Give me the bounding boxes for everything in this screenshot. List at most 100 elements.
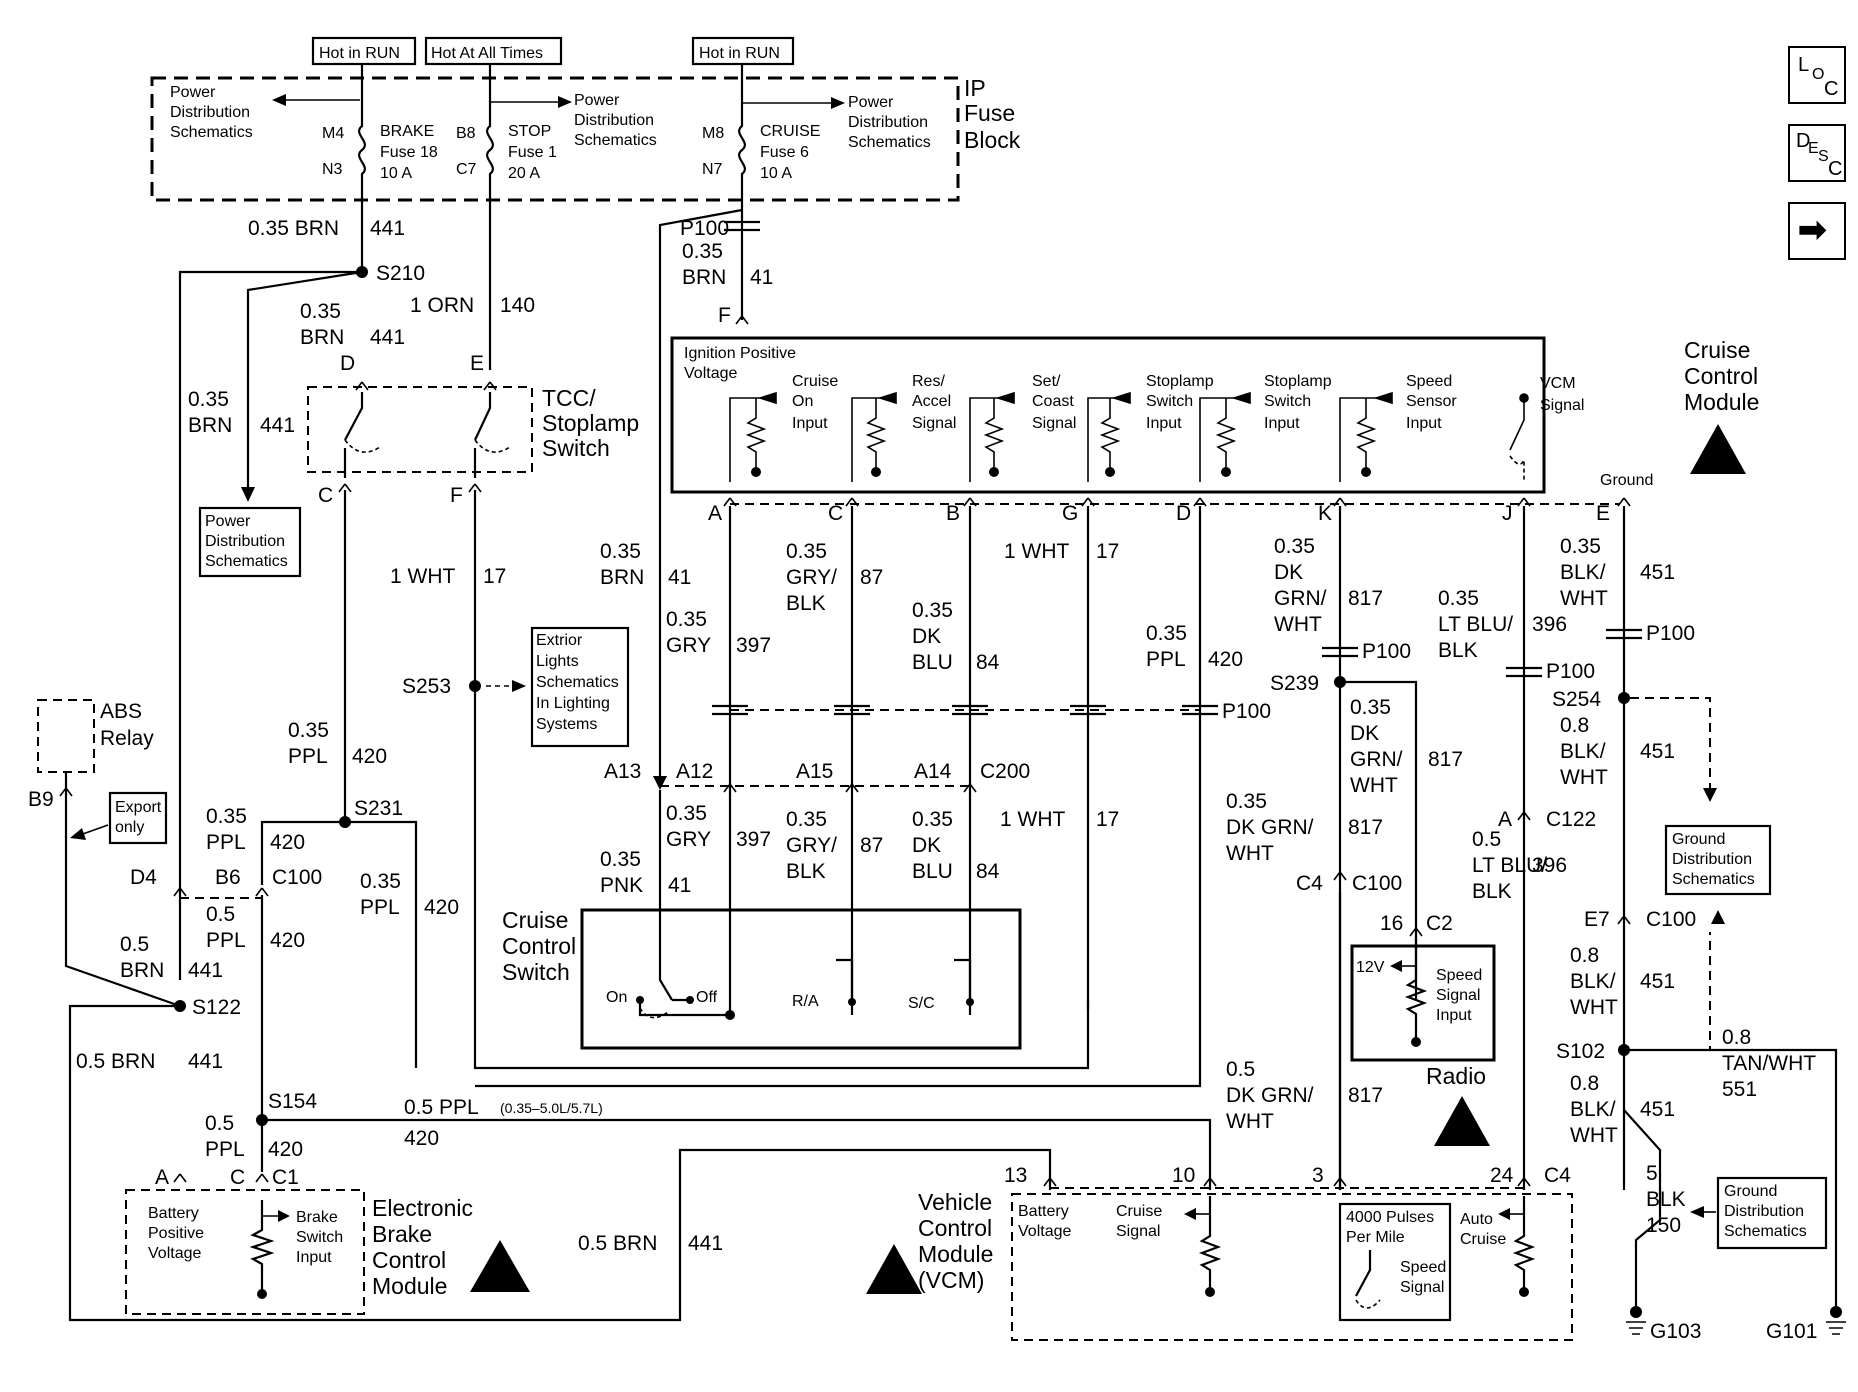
svg-text:WHT: WHT	[1350, 774, 1398, 797]
svg-text:Voltage: Voltage	[684, 365, 737, 382]
svg-text:N3: N3	[322, 161, 343, 178]
svg-text:Distribution: Distribution	[848, 114, 928, 131]
svg-text:0.5: 0.5	[205, 1112, 234, 1135]
ip-fuse-block-outline	[150, 76, 960, 202]
desc-letter-c: C	[1828, 158, 1843, 180]
esd-warning-icon-ccm	[1690, 424, 1746, 474]
description-button[interactable]: D E S C	[1788, 124, 1846, 182]
svg-text:P100: P100	[1546, 660, 1595, 683]
svg-text:(VCM): (VCM)	[918, 1267, 984, 1293]
svg-text:1 WHT: 1 WHT	[1004, 540, 1070, 563]
svg-text:Signal: Signal	[1400, 1279, 1444, 1296]
svg-text:F: F	[450, 484, 463, 507]
svg-text:BLU: BLU	[912, 651, 953, 674]
svg-text:0.5 PPL: 0.5 PPL	[404, 1096, 479, 1119]
tcc-stoplamp-switch	[307, 386, 533, 473]
svg-text:Export: Export	[115, 799, 162, 816]
svg-text:441: 441	[188, 1050, 223, 1073]
svg-text:Brake: Brake	[372, 1221, 432, 1247]
svg-text:441: 441	[260, 414, 295, 437]
svg-text:WHT: WHT	[1560, 587, 1608, 610]
svg-text:PPL: PPL	[206, 831, 246, 854]
svg-text:A: A	[708, 502, 722, 525]
svg-text:Power: Power	[205, 513, 251, 530]
svg-text:Control: Control	[372, 1247, 446, 1273]
svg-text:P100: P100	[1362, 640, 1411, 663]
svg-text:Switch: Switch	[1146, 393, 1193, 410]
svg-text:0.5: 0.5	[1472, 828, 1501, 851]
svg-text:Voltage: Voltage	[148, 1245, 201, 1262]
svg-text:0.5: 0.5	[1226, 1058, 1255, 1081]
svg-text:Input: Input	[1406, 415, 1442, 432]
svg-text:0.8: 0.8	[1722, 1026, 1751, 1049]
svg-text:DK GRN/: DK GRN/	[1226, 816, 1314, 839]
svg-text:BRN: BRN	[188, 414, 232, 437]
svg-text:Schematics: Schematics	[205, 553, 288, 570]
svg-text:Switch: Switch	[502, 959, 570, 985]
svg-text:420: 420	[424, 896, 459, 919]
desc-letter-e: E	[1808, 140, 1819, 157]
svg-text:Battery: Battery	[1018, 1203, 1069, 1220]
svg-text:0.35: 0.35	[912, 808, 953, 831]
svg-text:0.35: 0.35	[1146, 622, 1187, 645]
svg-text:0.35: 0.35	[786, 808, 827, 831]
tcc-switch-title: TCC/	[542, 385, 596, 411]
svg-text:13: 13	[1004, 1164, 1027, 1187]
svg-text:BLK: BLK	[786, 860, 826, 883]
cruise-switch-title: Cruise	[502, 907, 568, 933]
svg-text:Distribution: Distribution	[1724, 1203, 1804, 1220]
svg-text:PPL: PPL	[1146, 648, 1186, 671]
svg-text:B8: B8	[456, 125, 476, 142]
svg-text:DK: DK	[912, 625, 941, 648]
svg-text:Control: Control	[918, 1215, 992, 1241]
svg-text:Accel: Accel	[912, 393, 951, 410]
svg-text:0.35: 0.35	[600, 540, 641, 563]
svg-text:C: C	[230, 1166, 245, 1189]
svg-text:C100: C100	[1646, 908, 1696, 931]
desc-letter-s: S	[1818, 148, 1829, 165]
location-button[interactable]: L O C	[1788, 46, 1846, 104]
svg-text:Module: Module	[918, 1241, 993, 1267]
svg-text:817: 817	[1348, 587, 1383, 610]
svg-text:551: 551	[1722, 1078, 1757, 1101]
svg-text:17: 17	[1096, 540, 1119, 563]
svg-text:Stoplamp: Stoplamp	[1264, 373, 1332, 390]
svg-text:BLK/: BLK/	[1560, 740, 1606, 763]
svg-text:M8: M8	[702, 125, 724, 142]
svg-text:DK GRN/: DK GRN/	[1226, 1084, 1314, 1107]
svg-text:On: On	[606, 989, 627, 1006]
splice-s253	[469, 680, 481, 692]
svg-text:420: 420	[270, 929, 305, 952]
svg-text:GRY: GRY	[666, 634, 711, 657]
svg-text:0.5: 0.5	[120, 933, 149, 956]
svg-text:VCM: VCM	[1540, 375, 1576, 392]
svg-text:STOP: STOP	[508, 123, 551, 140]
ccm-input-set-coast: Set/ Coast Signal	[1032, 373, 1076, 432]
svg-text:A14: A14	[914, 760, 952, 783]
svg-text:3: 3	[1312, 1164, 1324, 1187]
svg-text:(0.35–5.0L/5.7L): (0.35–5.0L/5.7L)	[500, 1100, 603, 1116]
svg-text:D4: D4	[130, 866, 157, 889]
svg-text:0.35: 0.35	[1350, 696, 1391, 719]
wire-label-orn-140: 1 ORN	[410, 294, 474, 317]
svg-text:Schematics: Schematics	[536, 674, 619, 691]
svg-text:C100: C100	[1352, 872, 1402, 895]
svg-text:WHT: WHT	[1560, 766, 1608, 789]
svg-text:Stoplamp: Stoplamp	[542, 410, 639, 436]
cruise-control-switch	[580, 908, 1022, 1050]
svg-text:Extrior: Extrior	[536, 632, 583, 649]
svg-text:Switch: Switch	[1264, 393, 1311, 410]
svg-text:Res/: Res/	[912, 373, 945, 390]
ccm-input-cruise-on: Cruise On Input	[792, 373, 838, 432]
svg-text:J: J	[1502, 502, 1513, 525]
next-page-button[interactable]: ➡	[1788, 202, 1846, 260]
svg-text:817: 817	[1348, 1084, 1383, 1107]
ground-distribution-box-1	[1664, 824, 1772, 896]
svg-text:0.8: 0.8	[1570, 1072, 1599, 1095]
svg-text:Distribution: Distribution	[574, 112, 654, 129]
svg-text:LT BLU/: LT BLU/	[1472, 854, 1547, 877]
stop-fuse: B8 C7 STOP Fuse 1 20 A	[456, 64, 557, 370]
s210-label: S210	[376, 262, 425, 285]
svg-text:GRN/: GRN/	[1350, 748, 1403, 771]
svg-text:0.35: 0.35	[666, 608, 707, 631]
